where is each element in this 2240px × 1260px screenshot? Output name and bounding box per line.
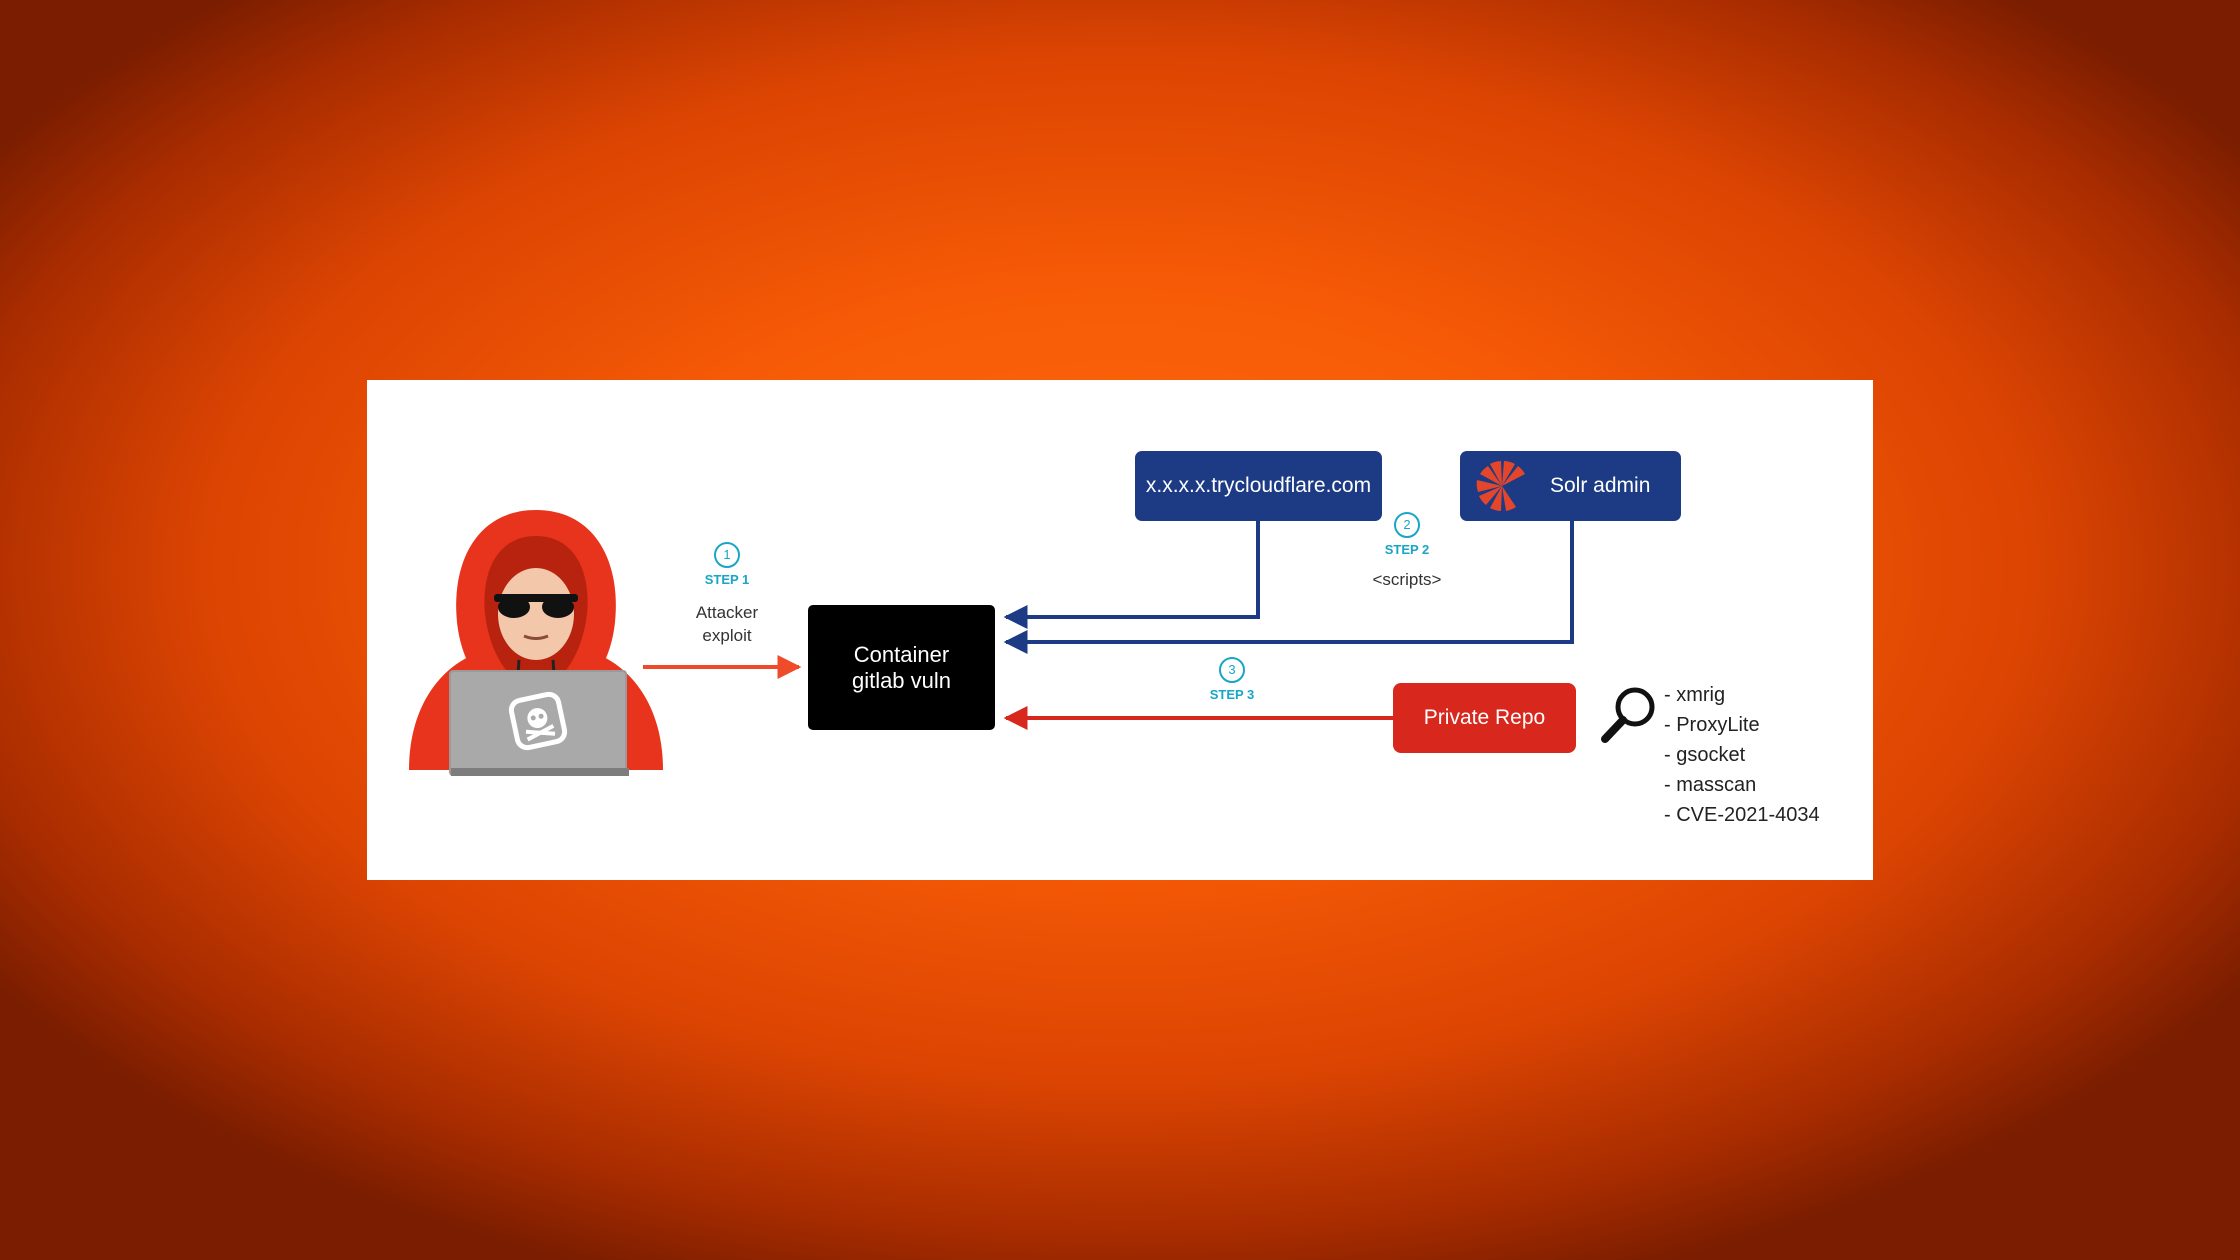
- private-repo-label: Private Repo: [1423, 706, 1546, 729]
- diagram-panel: 1 STEP 1 Attacker exploit Container gitl…: [367, 380, 1873, 880]
- cloudflare-box: x.x.x.x.trycloudflare.com: [1135, 451, 1382, 521]
- tool-item: gsocket: [1664, 740, 1820, 770]
- container-gitlab-box: Container gitlab vuln: [808, 605, 995, 730]
- container-line1: Container: [853, 641, 950, 667]
- step2-arrow-cloudflare: [1003, 521, 1260, 629]
- tool-item: CVE-2021-4034: [1664, 800, 1819, 830]
- step3-label: 3 STEP 3: [1192, 657, 1272, 702]
- solr-admin-box: Solr admin: [1460, 451, 1681, 521]
- diagram-connectors: [643, 521, 1574, 730]
- step1-number: 1: [714, 542, 740, 568]
- step1-note: Attacker exploit: [667, 601, 787, 647]
- step2-label: 2 STEP 2: [1367, 512, 1447, 557]
- step1-text: STEP 1: [704, 572, 750, 587]
- solr-logo-icon: [1476, 461, 1525, 511]
- tool-list: xmrig ProxyLite gsocket masscan CVE-2021…: [1664, 680, 1820, 830]
- step2-text: STEP 2: [1384, 542, 1430, 557]
- private-repo-box: Private Repo: [1393, 683, 1576, 753]
- solr-label: Solr admin: [1550, 474, 1651, 497]
- step1-note-line1: Attacker: [695, 603, 759, 622]
- hooded-hacker-icon: [409, 510, 663, 776]
- tool-item: masscan: [1664, 770, 1820, 800]
- step3-text: STEP 3: [1209, 687, 1255, 702]
- magnifier-icon: [1601, 687, 1655, 743]
- tool-item: ProxyLite: [1664, 710, 1820, 740]
- step1-note-line2: exploit: [702, 626, 752, 645]
- tool-item: xmrig: [1664, 680, 1820, 710]
- step2-arrow-solr: [1003, 521, 1574, 654]
- step2-note: <scripts>: [1372, 570, 1442, 589]
- step2-number: 2: [1394, 512, 1420, 538]
- container-line2: gitlab vuln: [851, 667, 952, 693]
- step3-number: 3: [1219, 657, 1245, 683]
- step1-label: 1 STEP 1: [687, 542, 767, 587]
- cloudflare-label: x.x.x.x.trycloudflare.com: [1145, 474, 1372, 497]
